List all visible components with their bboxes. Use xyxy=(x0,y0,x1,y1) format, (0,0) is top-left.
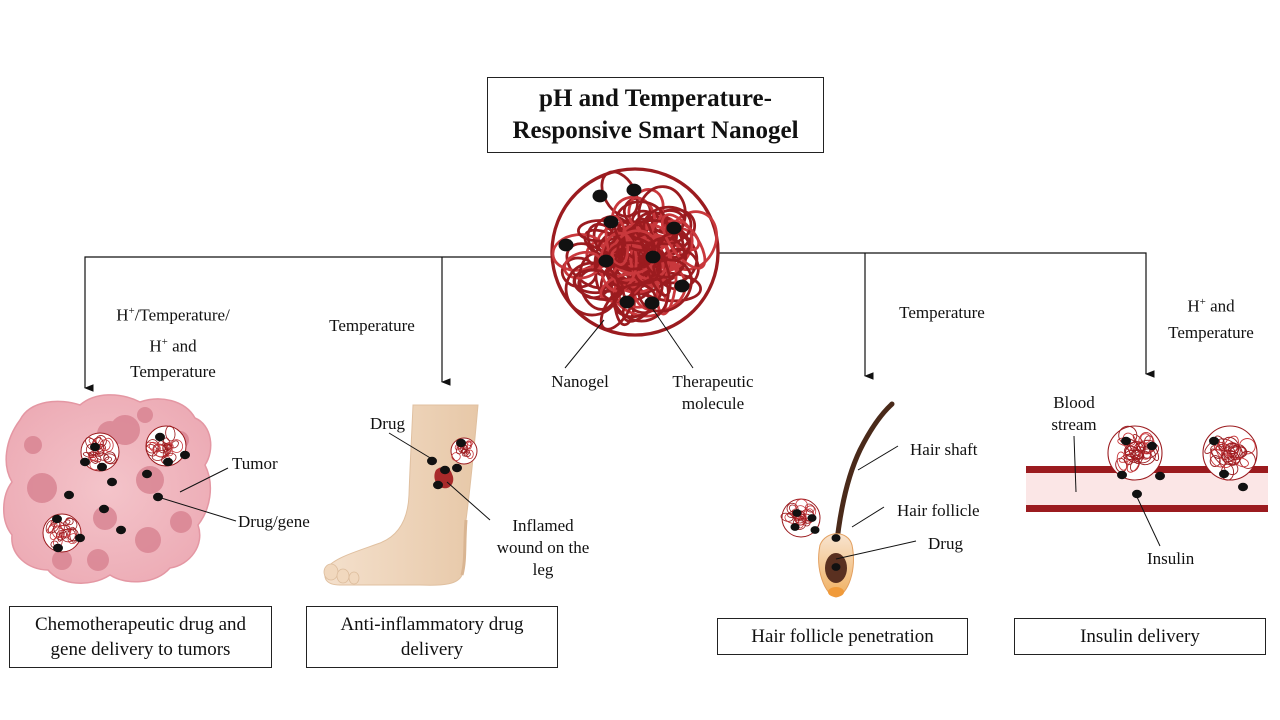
hair-drug-label: Drug xyxy=(928,534,963,553)
insulin-dot xyxy=(1117,470,1127,480)
vessel-wall-bottom xyxy=(1026,505,1268,512)
insulin-dot xyxy=(1132,489,1142,499)
drug-gene-dot xyxy=(80,457,90,467)
leg-illustration xyxy=(323,404,479,586)
therapeutic-molecule-dot xyxy=(644,296,660,310)
drug-dot xyxy=(831,563,841,571)
drug-gene-dot xyxy=(53,543,63,553)
connector-lines xyxy=(84,252,1155,392)
caption-tumor: Chemotherapeutic drug and gene delivery … xyxy=(9,606,272,668)
tumor-cell xyxy=(93,506,117,530)
caption-leg: Anti-inflammatory drug delivery xyxy=(306,606,558,668)
therapeutic-molecule-dot xyxy=(666,221,682,235)
tumor-cell xyxy=(135,527,161,553)
stimulus-hair: Temperature xyxy=(899,303,985,322)
therapeutic-molecule-dot xyxy=(603,215,619,229)
insulin-dot xyxy=(1209,436,1219,446)
insulin-dot xyxy=(1147,441,1157,451)
insulin-dot xyxy=(1155,471,1165,481)
drug-gene-dot xyxy=(116,525,126,535)
therapeutic-molecule-dot xyxy=(598,254,614,268)
tumor-pointers xyxy=(157,467,237,522)
vessel-pointers xyxy=(1073,435,1161,547)
drug-gene-dot xyxy=(75,533,85,543)
drug-dot xyxy=(452,463,462,473)
center-pointers xyxy=(564,304,694,369)
insulin-dot xyxy=(1121,436,1131,446)
leg-drug-label: Drug xyxy=(370,414,405,433)
tumor-nanogel xyxy=(80,432,120,472)
drug-dot xyxy=(790,523,800,531)
insulin-dot xyxy=(1238,482,1248,492)
leg-pointers xyxy=(388,432,491,521)
vessel-nanogel xyxy=(1202,425,1258,481)
insulin-dot xyxy=(1219,469,1229,479)
drug-dot xyxy=(440,465,450,475)
hair-illustration xyxy=(780,401,895,598)
central-nanogel xyxy=(550,167,720,337)
drug-gene-dot xyxy=(107,477,117,487)
insulin-label: Insulin xyxy=(1147,549,1195,568)
tumor-illustration xyxy=(3,394,212,584)
therapeutic-molecule-dot xyxy=(558,238,574,252)
drug-gene-dot xyxy=(52,514,62,524)
drug-gene-dot xyxy=(163,457,173,467)
tumor-cell xyxy=(87,549,109,571)
drug-dot xyxy=(807,514,817,522)
hair-follicle-label: Hair follicle xyxy=(897,501,980,520)
stimulus-tumor: H+/Temperature/ H+ and Temperature xyxy=(116,305,230,382)
tumor-cell xyxy=(24,436,42,454)
drug-gene-dot xyxy=(142,469,152,479)
title-line-2: Responsive Smart Nanogel xyxy=(512,117,799,144)
drug-dot xyxy=(831,534,841,542)
tumor-label: Tumor xyxy=(232,454,278,473)
drug-gene-dot xyxy=(155,432,165,442)
hair-shaft-label: Hair shaft xyxy=(910,440,978,459)
therapeutic-molecule-dot xyxy=(619,295,635,309)
connector-right xyxy=(718,252,1155,378)
title-box: pH and Temperature- Responsive Smart Nan… xyxy=(487,77,824,153)
drug-dot xyxy=(456,438,466,448)
drug-gene-dot xyxy=(97,462,107,472)
tumor-cell xyxy=(27,473,57,503)
drug-gene-label: Drug/gene xyxy=(238,512,310,531)
therapeutic-molecule-label: Therapeutic molecule xyxy=(672,372,754,413)
connector-left xyxy=(84,256,553,392)
tumor-cell xyxy=(136,466,164,494)
drug-gene-dot xyxy=(90,442,100,452)
drug-dot xyxy=(427,456,437,466)
therapeutic-molecule-dot xyxy=(645,250,661,264)
tumor-cell xyxy=(137,407,153,423)
toes xyxy=(323,563,360,585)
tumor-cell xyxy=(170,511,192,533)
tumor-cell xyxy=(110,415,140,445)
drug-dot xyxy=(433,480,443,490)
drug-gene-dot xyxy=(180,450,190,460)
therapeutic-molecule-dot xyxy=(626,183,642,197)
vessel-illustration xyxy=(1026,425,1268,512)
therapeutic-molecule-dot xyxy=(674,279,690,293)
caption-hair: Hair follicle penetration xyxy=(717,618,968,655)
stimulus-insulin: H+ and Temperature xyxy=(1168,296,1254,342)
drug-dot xyxy=(792,509,802,517)
drug-gene-dot xyxy=(64,490,74,500)
stimulus-leg: Temperature xyxy=(329,316,415,335)
hair-pointers xyxy=(835,445,917,560)
leg-shape xyxy=(324,404,479,586)
drug-dot xyxy=(810,526,820,534)
title-line-1: pH and Temperature- xyxy=(539,85,772,112)
vessel-nanogel xyxy=(1107,425,1163,481)
caption-insulin: Insulin delivery xyxy=(1014,618,1266,655)
tumor-cell xyxy=(52,550,72,570)
wound-label: Inflamed wound on the leg xyxy=(496,516,590,579)
nanogel-label: Nanogel xyxy=(551,372,609,391)
hair-shaft xyxy=(833,401,895,553)
therapeutic-molecule-dot xyxy=(592,189,608,203)
drug-gene-dot xyxy=(99,504,109,514)
blood-stream-label: Blood stream xyxy=(1051,393,1097,434)
